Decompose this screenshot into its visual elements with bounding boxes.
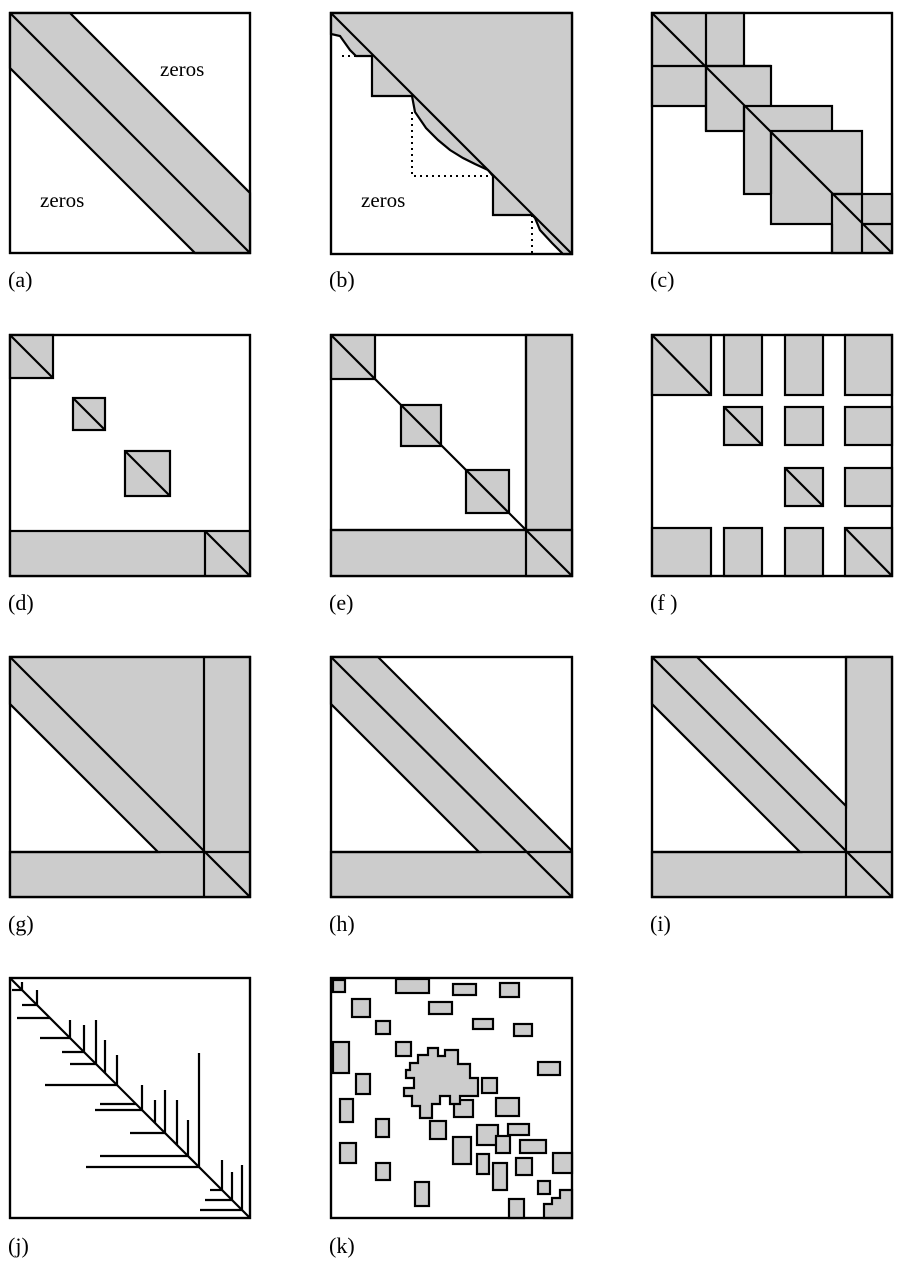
panel-a-diagonal xyxy=(9,12,251,254)
panel-f-caption: (f ) xyxy=(650,590,677,615)
panel-e-caption: (e) xyxy=(329,590,353,615)
panel-d-caption: (d) xyxy=(8,590,34,615)
panel-k-caption: (k) xyxy=(329,1233,355,1258)
panel-h-caption: (h) xyxy=(329,911,355,936)
panel-g-caption: (g) xyxy=(8,911,34,936)
panel-c-diagonal xyxy=(651,12,893,254)
panel-k-blocks xyxy=(331,977,574,1220)
panel-c: (c) xyxy=(650,11,894,292)
panel-i: (i) xyxy=(650,655,894,936)
panel-a-caption: (a) xyxy=(8,267,32,292)
panel-i-caption: (i) xyxy=(650,911,671,936)
panel-k: (k) xyxy=(329,976,574,1258)
panel-i-diagonal xyxy=(651,656,893,898)
panel-h-diagonal xyxy=(330,656,573,898)
panel-a-zeros-upper: zeros xyxy=(160,57,204,81)
panel-c-caption: (c) xyxy=(650,267,674,292)
panel-a-zeros-lower: zeros xyxy=(40,188,84,212)
panel-f: (f ) xyxy=(650,333,894,615)
panel-j-caption: (j) xyxy=(8,1233,29,1258)
panel-g: (g) xyxy=(8,655,252,936)
panel-d: (d) xyxy=(8,333,252,615)
panel-g-diagonal xyxy=(9,656,251,898)
panel-e: (e) xyxy=(329,333,574,615)
panel-e-diagonal xyxy=(330,334,573,577)
panel-j: (j) xyxy=(8,976,252,1258)
panel-b-diagonal xyxy=(330,12,573,255)
panel-b: zeros (b) xyxy=(329,11,574,292)
panel-b-zeros-lower: zeros xyxy=(361,188,405,212)
panel-a: zeros zeros (a) xyxy=(8,11,252,292)
panel-h: (h) xyxy=(329,655,574,936)
panel-b-caption: (b) xyxy=(329,267,355,292)
